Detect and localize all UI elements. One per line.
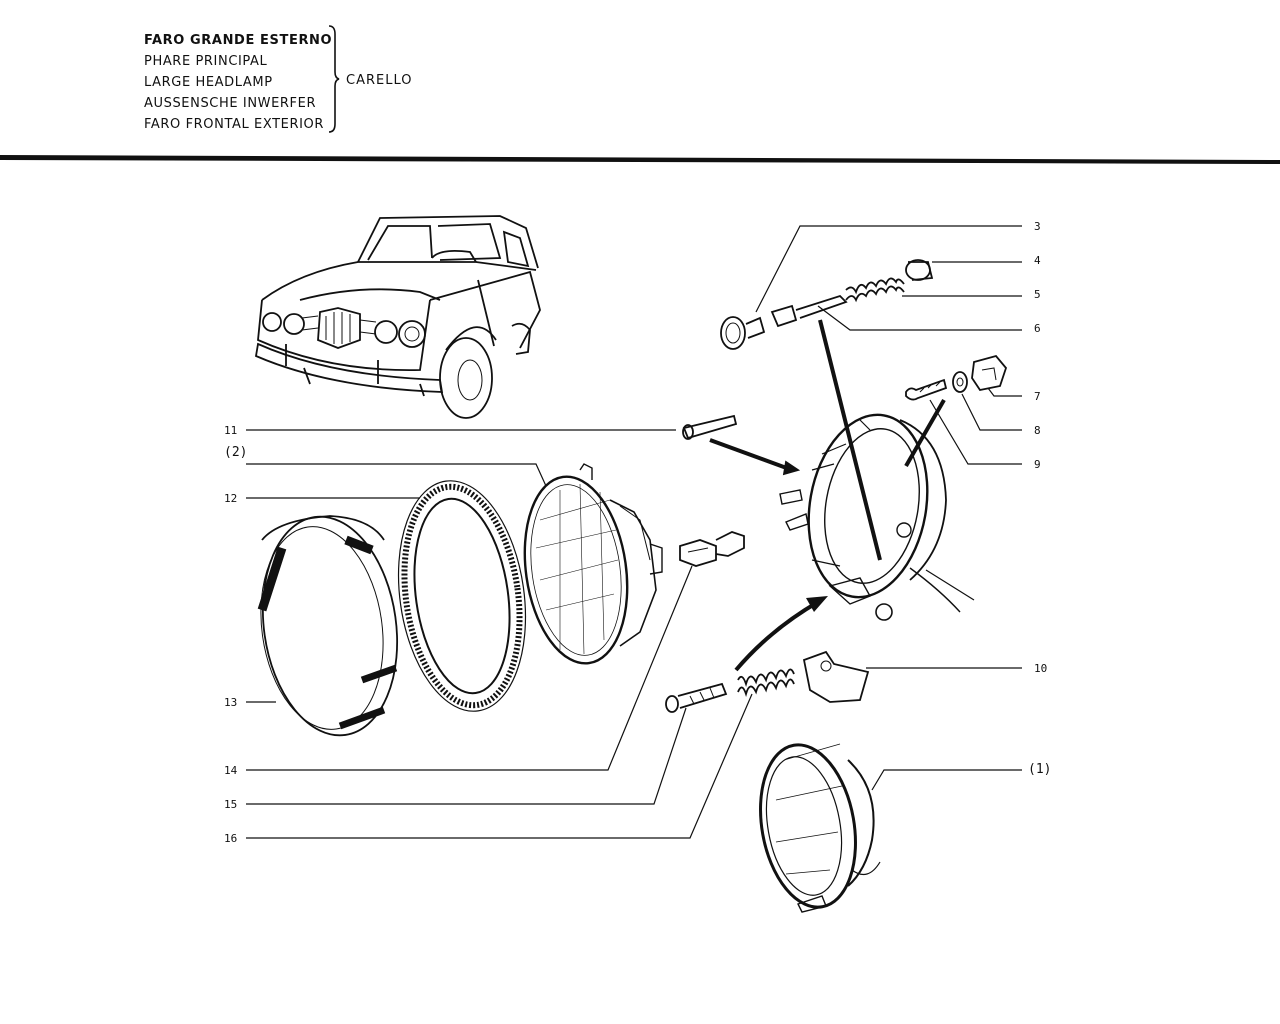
callout-15: 15 xyxy=(224,798,237,811)
callout-5: 5 xyxy=(1034,288,1041,301)
connector-part-14 xyxy=(679,531,745,567)
assembly-arrow xyxy=(734,596,828,672)
title-english: LARGE HEADLAMP xyxy=(144,75,273,90)
callout-2: (2) xyxy=(224,445,247,460)
title-italian: FARO GRANDE ESTERNO xyxy=(144,33,333,48)
callout-11: 11 xyxy=(224,424,237,437)
title-french: PHARE PRINCIPAL xyxy=(144,54,268,69)
callout-8: 8 xyxy=(1034,424,1041,437)
car-illustration xyxy=(254,215,541,419)
callout-16: 16 xyxy=(224,832,237,845)
leader-lines xyxy=(246,225,1022,839)
grouping-brace xyxy=(328,25,340,133)
callout-12: 12 xyxy=(224,492,237,505)
brand-name: CARELLO xyxy=(346,73,413,88)
callout-1: (1) xyxy=(1028,762,1051,777)
callout-3: 3 xyxy=(1034,220,1041,233)
clip-part-10 xyxy=(802,650,870,703)
screw-part-11 xyxy=(682,414,801,476)
sealed-beam-part-2 xyxy=(523,463,663,665)
headlamp-assembly-part-1 xyxy=(759,743,881,913)
adjuster-parts-3-6 xyxy=(720,259,934,561)
header: FARO GRANDE ESTERNO PHARE PRINCIPAL LARG… xyxy=(0,0,1280,170)
callout-14: 14 xyxy=(224,764,238,777)
header-rule xyxy=(0,155,1280,164)
title-spanish: FARO FRONTAL EXTERIOR xyxy=(144,117,325,132)
seal-ring-part-12 xyxy=(397,480,527,712)
bezel-rim-part-13 xyxy=(257,515,399,737)
title-german: AUSSENSCHE INWERFER xyxy=(144,96,317,111)
callout-13: 13 xyxy=(224,696,237,709)
callout-labels: 3 4 5 6 7 8 9 10 (1) 11 (2) 12 13 14 15 … xyxy=(224,220,1051,845)
callout-4: 4 xyxy=(1034,254,1041,267)
mounting-shell xyxy=(779,413,975,621)
callout-10: 10 xyxy=(1034,662,1047,675)
callout-6: 6 xyxy=(1034,322,1041,335)
callout-9: 9 xyxy=(1034,458,1041,471)
screw-spring-parts-15-16 xyxy=(665,668,795,713)
callout-7: 7 xyxy=(1034,390,1041,403)
